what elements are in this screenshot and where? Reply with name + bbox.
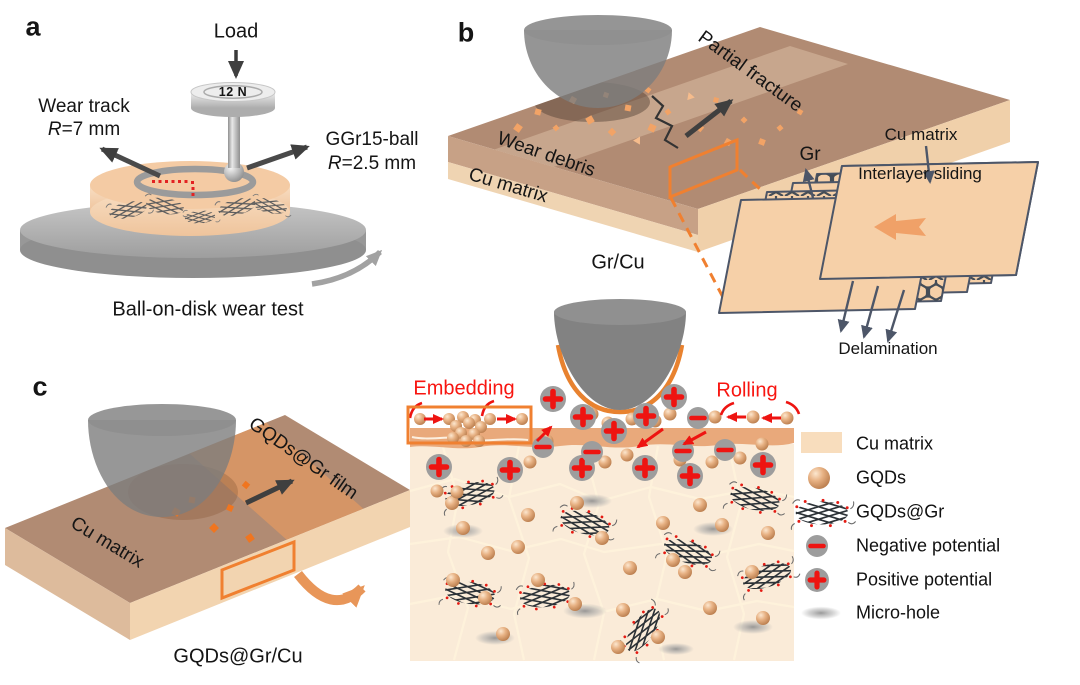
wear-track-ring [133, 165, 257, 199]
embedding-label: Embedding [413, 377, 515, 400]
legend-icons [791, 432, 856, 620]
micro-hole-icon [801, 606, 841, 620]
panel-c-gqdsgr-cu [5, 404, 410, 640]
legend-item-negative: Negative potential [856, 535, 1001, 556]
zoom-rectangle-c [220, 539, 296, 601]
legend-item-gqds: GQDs [856, 467, 907, 488]
wear-track-arrow [99, 146, 162, 179]
panel-b-caption: Gr/Cu [591, 251, 645, 274]
panel-c-caption: GQDs@Gr/Cu [173, 645, 303, 668]
radius-value: =2.5 mm [341, 153, 417, 175]
film-pointer-arrow [244, 478, 295, 506]
cu-disk-specimen [90, 161, 294, 237]
legend-item-cu-matrix: Cu matrix [856, 433, 934, 454]
panel-a-tag: a [25, 11, 41, 42]
counterball-c [88, 404, 236, 517]
radius-symbol: R [47, 119, 62, 141]
rotation-arrow [311, 249, 383, 287]
panel-b-tag: b [457, 17, 475, 48]
loading-shaft [190, 82, 276, 182]
rolling-label: Rolling [716, 379, 778, 402]
wear-track-dotted-line [152, 180, 195, 196]
delamination-label: Delamination [838, 339, 938, 359]
load-label: Load [213, 20, 259, 43]
wear-track-label: Wear track [38, 96, 130, 118]
interlayer-sliding-label: Interlayer sliding [858, 164, 982, 184]
legend-item-microhole: Micro-hole [856, 602, 941, 623]
ball-arrow [246, 144, 310, 171]
gr-label: Gr [799, 144, 821, 166]
contact-detail-view [406, 299, 807, 673]
legend-item-positive: Positive potential [856, 569, 993, 590]
fracture-crack [651, 95, 679, 149]
counterball-detail [554, 299, 686, 415]
radius-symbol: R [327, 153, 342, 175]
panel-a-ball-on-disk [20, 50, 383, 287]
zoom-curved-arrow [294, 570, 366, 608]
counterball-b [524, 15, 672, 108]
cu-matrix-pointer-arrow [922, 145, 935, 184]
legend-item-gqdsgr: GQDs@Gr [856, 501, 945, 522]
panel-c-tag: c [32, 371, 48, 402]
interlayer-sliding-arrow [874, 214, 926, 240]
ggr15-ball-label: GGr15-ball [325, 129, 419, 151]
cu-matrix-swatch [801, 432, 842, 453]
gr-pointer-arrow [802, 168, 815, 199]
wear-track-radius: R=7 mm [48, 119, 120, 141]
delamination-arrows [837, 280, 906, 343]
transfer-film-rim [555, 344, 685, 415]
panel-b-gr-cu [448, 15, 1039, 343]
zoom-rectangle-b [668, 137, 739, 200]
panel-a-caption: Ball-on-disk wear test [112, 298, 304, 321]
gqd-spheres [414, 407, 794, 654]
motion-arrows-red [424, 412, 781, 449]
gqds-sphere [808, 467, 830, 489]
ggr15-ball-radius: R=2.5 mm [328, 153, 416, 175]
partial-fracture-arrow [684, 99, 734, 138]
zoom-dashed-lines [669, 168, 764, 306]
radius-value: =7 mm [61, 119, 121, 141]
embedding-box [406, 405, 533, 445]
weight-12n-label: 12 N [218, 84, 248, 99]
stack-cu-matrix-label: Cu matrix [884, 125, 958, 145]
